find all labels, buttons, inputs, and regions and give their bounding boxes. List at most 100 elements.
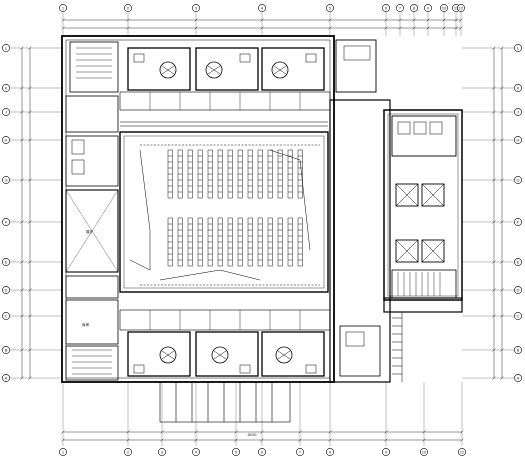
axis-grid (10, 12, 514, 446)
svg-text:B: B (517, 348, 520, 353)
axis-bubble-bottom-5: 5 (232, 448, 240, 456)
axis-bubble-top-1: 1 (59, 4, 67, 12)
svg-text:C: C (517, 314, 520, 319)
axis-bubble-top-12: 12 (457, 4, 465, 12)
axis-bubble-top-3: 3 (192, 4, 200, 12)
seat-grid (167, 149, 303, 267)
svg-text:D: D (5, 288, 8, 293)
axis-bubble-right-F: F (514, 218, 522, 226)
svg-text:11: 11 (460, 450, 465, 455)
svg-text:8: 8 (329, 450, 332, 455)
svg-text:12: 12 (459, 6, 464, 11)
svg-text:H: H (5, 138, 8, 143)
axis-bubble-right-B: B (514, 346, 522, 354)
axis-bubble-bottom-4: 4 (192, 448, 200, 456)
axis-bubble-right-H: H (514, 136, 522, 144)
axis-bubble-top-9: 9 (424, 4, 432, 12)
label-west-hall: 展厅 (86, 229, 94, 234)
axis-bubble-left-H: H (2, 136, 10, 144)
svg-text:G: G (516, 178, 519, 183)
axis-bubble-right-A: A (514, 374, 522, 382)
svg-text:10: 10 (442, 6, 447, 11)
axis-bubble-bottom-10: 10 (420, 448, 428, 456)
svg-text:D: D (517, 288, 520, 293)
svg-text:J: J (517, 110, 519, 115)
svg-text:3: 3 (161, 450, 164, 455)
svg-text:L: L (517, 46, 520, 51)
axis-bubble-left-L: L (2, 44, 10, 52)
svg-text:7: 7 (399, 6, 402, 11)
svg-text:6: 6 (385, 6, 388, 11)
svg-text:5: 5 (329, 6, 332, 11)
label-overall-dimension: 60000 (248, 433, 257, 437)
svg-text:4: 4 (195, 450, 198, 455)
axis-bubble-right-E: E (514, 258, 522, 266)
svg-text:3: 3 (195, 6, 198, 11)
axis-bubble-top-10: 10 (440, 4, 448, 12)
axis-bubble-bottom-7: 7 (296, 448, 304, 456)
axis-bubble-right-D: D (514, 286, 522, 294)
svg-text:C: C (5, 314, 8, 319)
svg-text:11: 11 (454, 6, 459, 11)
svg-text:L: L (5, 46, 8, 51)
svg-text:E: E (5, 260, 8, 265)
axis-bubble-right-J: J (514, 108, 522, 116)
axis-bubble-top-5: 5 (326, 4, 334, 12)
axis-bubble-bottom-2: 2 (124, 448, 132, 456)
svg-text:1: 1 (62, 450, 65, 455)
svg-text:7: 7 (299, 450, 302, 455)
label-lower-left-room: 库房 (82, 322, 90, 327)
svg-text:B: B (5, 348, 8, 353)
svg-text:1: 1 (62, 6, 65, 11)
axis-bubble-left-A: A (2, 374, 10, 382)
svg-text:4: 4 (261, 6, 264, 11)
dimension-lines (20, 18, 504, 442)
axis-bubble-top-2: 2 (124, 4, 132, 12)
svg-text:6: 6 (261, 450, 264, 455)
svg-text:10: 10 (422, 450, 427, 455)
central-hall (119, 121, 329, 293)
axis-bubble-left-D: D (2, 286, 10, 294)
svg-text:K: K (5, 86, 8, 91)
svg-text:8: 8 (413, 6, 416, 11)
axis-bubble-bottom-3: 3 (158, 448, 166, 456)
axis-bubble-left-G: G (2, 176, 10, 184)
axis-bubble-top-7: 7 (396, 4, 404, 12)
axis-bubble-left-E: E (2, 258, 10, 266)
axis-bubble-top-6: 6 (382, 4, 390, 12)
axis-bubble-left-J: J (2, 108, 10, 116)
right-annex (335, 39, 457, 382)
axis-bubble-bottom-1: 1 (59, 448, 67, 456)
axis-bubble-left-F: F (2, 218, 10, 226)
axis-bubble-right-G: G (514, 176, 522, 184)
building-outline (61, 35, 463, 383)
axis-bubble-left-B: B (2, 346, 10, 354)
svg-text:E: E (517, 260, 520, 265)
hall-wiring (129, 144, 320, 286)
axis-bubble-top-8: 8 (410, 4, 418, 12)
top-rooms (119, 47, 331, 111)
svg-text:H: H (517, 138, 520, 143)
axis-bubble-right-C: C (514, 312, 522, 320)
axis-bubble-bottom-8: 8 (326, 448, 334, 456)
axis-bubble-left-C: C (2, 312, 10, 320)
svg-text:9: 9 (427, 6, 430, 11)
svg-text:J: J (5, 110, 7, 115)
svg-text:G: G (4, 178, 7, 183)
svg-text:2: 2 (127, 6, 130, 11)
axis-bubble-bottom-6: 6 (258, 448, 266, 456)
svg-text:2: 2 (127, 450, 130, 455)
bottom-rooms (119, 309, 331, 377)
axis-bubble-left-K: K (2, 84, 10, 92)
svg-text:5: 5 (235, 450, 238, 455)
axis-bubble-bottom-11: 11 (458, 448, 466, 456)
svg-text:A: A (5, 376, 8, 381)
axis-bubble-bottom-9: 9 (382, 448, 390, 456)
svg-text:F: F (5, 220, 8, 225)
left-wing (65, 41, 119, 381)
svg-text:A: A (517, 376, 520, 381)
axis-bubble-right-K: K (514, 84, 522, 92)
